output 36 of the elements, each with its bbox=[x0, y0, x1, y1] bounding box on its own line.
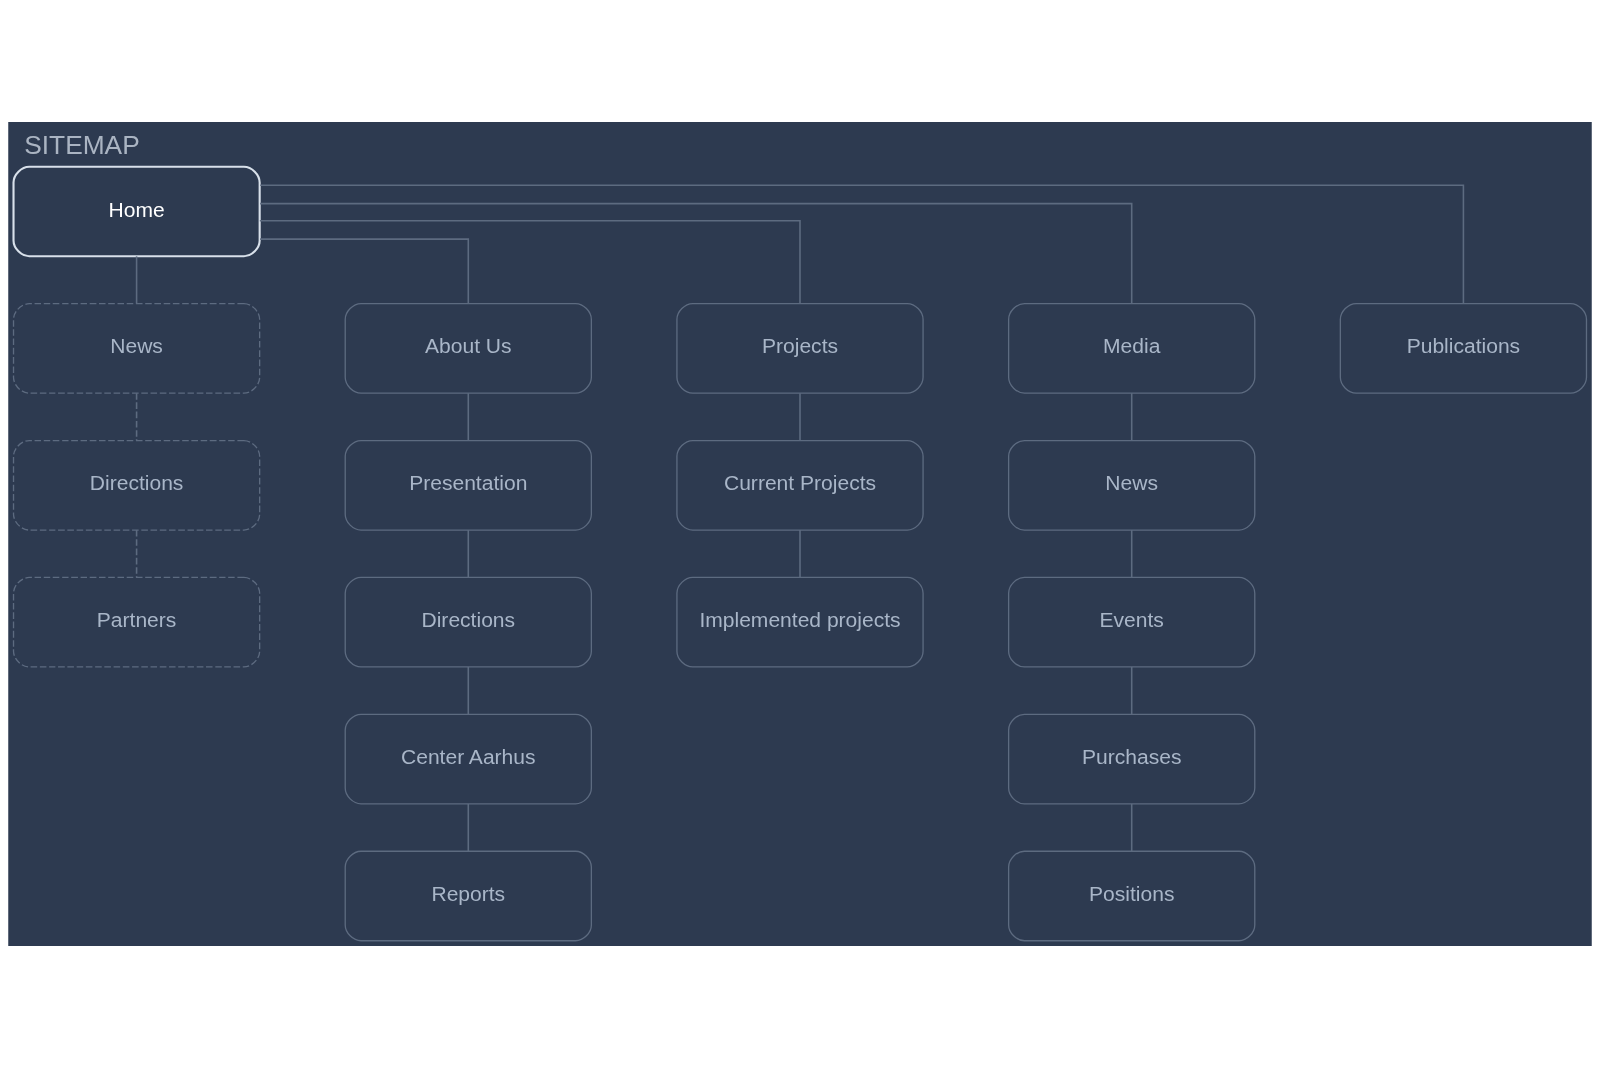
diagram-title: SITEMAP bbox=[24, 129, 140, 160]
node-box: About Us bbox=[344, 303, 593, 394]
connector bbox=[1130, 529, 1133, 579]
connector bbox=[1130, 666, 1133, 715]
connector bbox=[799, 529, 801, 579]
node-box: Current Projects bbox=[676, 439, 924, 531]
node-box: Directions bbox=[344, 576, 593, 668]
node-box: Center Aarhus bbox=[344, 713, 593, 805]
connector bbox=[259, 202, 1133, 305]
connector bbox=[135, 255, 138, 305]
node-box: Directions bbox=[12, 439, 261, 531]
connector bbox=[467, 666, 470, 715]
connector bbox=[259, 219, 801, 305]
connector bbox=[259, 238, 470, 305]
node-box: Implemented projects bbox=[676, 576, 924, 668]
node-box: Presentation bbox=[344, 439, 593, 531]
connector bbox=[799, 392, 801, 442]
node-box: Positions bbox=[1007, 850, 1256, 942]
node-box: Partners bbox=[12, 576, 261, 668]
node-box: Home bbox=[12, 165, 261, 258]
connector bbox=[135, 392, 138, 442]
node-box: Events bbox=[1007, 576, 1256, 668]
connector bbox=[467, 392, 470, 442]
node-box: Projects bbox=[676, 303, 924, 394]
node-box: News bbox=[12, 303, 261, 394]
connector bbox=[135, 529, 138, 579]
connector bbox=[1130, 803, 1133, 852]
node-box: Reports bbox=[344, 850, 593, 942]
node-box: Media bbox=[1007, 303, 1256, 394]
connector bbox=[467, 529, 470, 579]
node-box: Purchases bbox=[1007, 713, 1256, 805]
node-box: Publications bbox=[1339, 303, 1588, 394]
connector bbox=[1130, 392, 1133, 442]
connector bbox=[259, 184, 1465, 305]
connector bbox=[467, 803, 470, 852]
node-box: News bbox=[1007, 439, 1256, 531]
